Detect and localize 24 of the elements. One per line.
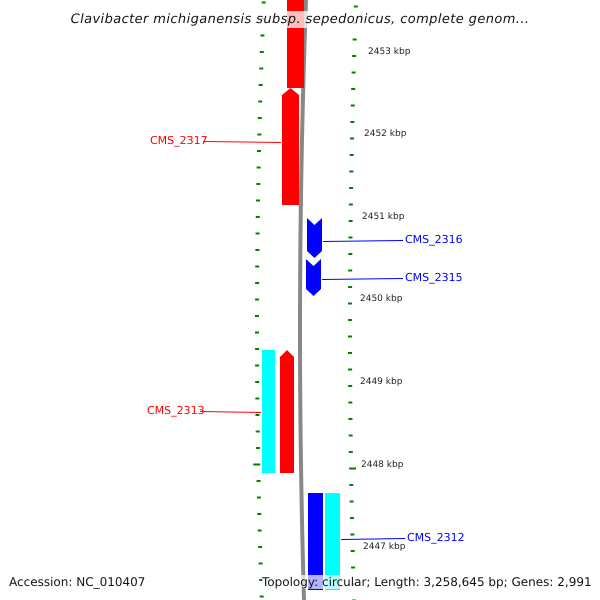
scale-label: 2447 kbp — [363, 542, 406, 553]
scale-label: 2449 kbp — [360, 377, 402, 388]
leader-line — [322, 278, 404, 280]
leader-line — [200, 411, 262, 413]
map-info-text: Accession: NC_010407 — [9, 575, 146, 589]
gene-feature — [262, 350, 275, 473]
gene-label: CMS_2313 — [147, 404, 205, 417]
scale-label: 2453 kbp — [368, 47, 410, 58]
leader-line — [340, 538, 406, 540]
gene-feature — [306, 259, 321, 296]
gene-feature — [282, 88, 299, 205]
gene-label: CMS_2317 — [150, 134, 208, 147]
gene-label: CMS_2315 — [405, 271, 463, 284]
scale-label: 2452 kbp — [364, 129, 406, 140]
gene-label: CMS_2312 — [407, 531, 465, 544]
scale-label: 2451 kbp — [362, 212, 404, 223]
leader-line — [202, 141, 282, 143]
scale-label: 2450 kbp — [360, 294, 402, 305]
gene-label: CMS_2316 — [405, 233, 463, 246]
scale-label: 2448 kbp — [361, 460, 404, 471]
gene-feature — [307, 218, 322, 258]
map-info-text: Topology: circular; Length: 3,258,645 bp; Genes: 2,991 — [262, 575, 592, 589]
gene-feature — [280, 350, 294, 473]
leader-line — [322, 240, 404, 242]
